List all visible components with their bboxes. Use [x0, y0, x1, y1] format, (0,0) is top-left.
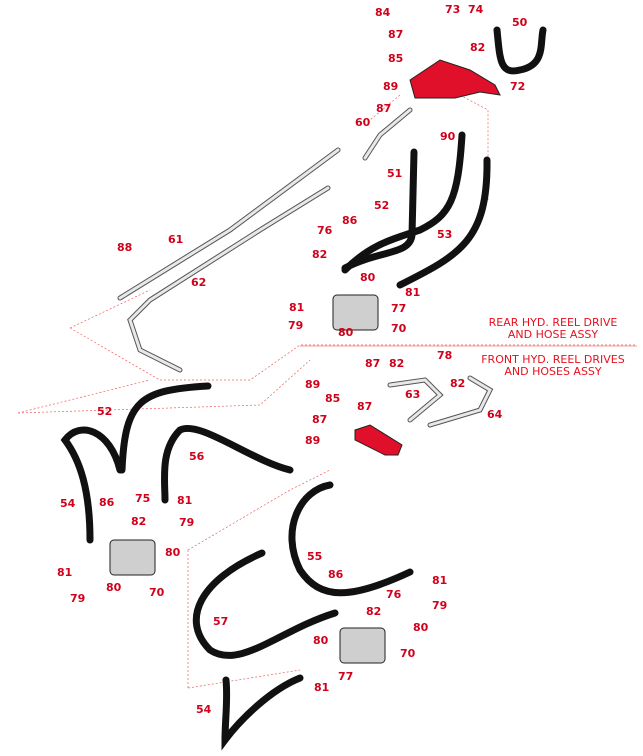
callout-80: 80 [106, 581, 122, 594]
callout-70: 70 [400, 647, 416, 660]
callout-81: 81 [289, 301, 304, 314]
callout-88: 88 [117, 241, 132, 254]
callout-80: 80 [360, 271, 376, 284]
callout-63: 63 [405, 388, 420, 401]
hydraulic-motors [109, 294, 386, 664]
callout-50: 50 [512, 16, 528, 29]
callout-82: 82 [312, 248, 327, 261]
callout-81: 81 [432, 574, 447, 587]
callout-87: 87 [365, 357, 380, 370]
callout-76: 76 [317, 224, 333, 237]
leader-lines [17, 94, 637, 689]
callout-81: 81 [177, 494, 192, 507]
callout-70: 70 [391, 322, 407, 335]
callout-77: 77 [338, 670, 353, 683]
callout-62: 62 [191, 276, 206, 289]
callout-73: 73 [445, 3, 460, 16]
callout-78: 78 [437, 349, 452, 362]
callout-77: 77 [391, 302, 406, 315]
front-assembly-title-1: FRONT HYD. REEL DRIVES [481, 353, 625, 366]
callout-60: 60 [355, 116, 371, 129]
callout-87: 87 [312, 413, 327, 426]
callout-85: 85 [388, 52, 403, 65]
callout-82: 82 [131, 515, 146, 528]
rear-assembly-title-2: AND HOSE ASSY [508, 328, 599, 341]
callout-84: 84 [375, 6, 391, 19]
callout-70: 70 [149, 586, 165, 599]
callout-86: 86 [328, 568, 344, 581]
callout-80: 80 [165, 546, 181, 559]
callout-87: 87 [357, 400, 372, 413]
callout-61: 61 [168, 233, 183, 246]
callout-86: 86 [99, 496, 115, 509]
callout-89: 89 [305, 434, 320, 447]
hoses [60, 26, 547, 751]
callout-80: 80 [413, 621, 429, 634]
callout-79: 79 [179, 516, 194, 529]
callout-labels: 84 73 74 50 87 82 85 89 72 87 60 90 51 52 76 86 53 61 88 82… [57, 3, 528, 716]
callout-64: 64 [487, 408, 503, 421]
rear-assembly-title-1: REAR HYD. REEL DRIVE [489, 316, 618, 329]
callout-82: 82 [389, 357, 404, 370]
callout-80: 80 [338, 326, 354, 339]
callout-79: 79 [432, 599, 447, 612]
callout-80: 80 [313, 634, 329, 647]
callout-57: 57 [213, 615, 228, 628]
callout-81: 81 [314, 681, 329, 694]
callout-55: 55 [307, 550, 322, 563]
callout-82: 82 [450, 377, 465, 390]
assembly-titles: REAR HYD. REEL DRIVE AND HOSE ASSY FRONT… [481, 316, 625, 378]
callout-53: 53 [437, 228, 452, 241]
callout-52: 52 [374, 199, 389, 212]
callout-90: 90 [440, 130, 456, 143]
callout-85: 85 [325, 392, 340, 405]
callout-87: 87 [376, 102, 391, 115]
front-assembly-title-2: AND HOSES ASSY [504, 365, 602, 378]
callout-76: 76 [386, 588, 402, 601]
mounting-brackets [354, 59, 501, 456]
steel-tubes-fill [118, 108, 492, 427]
callout-82: 82 [366, 605, 381, 618]
callout-82: 82 [470, 41, 485, 54]
callout-52: 52 [97, 405, 112, 418]
callout-74: 74 [468, 3, 484, 16]
callout-56: 56 [189, 450, 205, 463]
callout-79: 79 [288, 319, 303, 332]
callout-81: 81 [57, 566, 72, 579]
callout-51: 51 [387, 167, 402, 180]
callout-87: 87 [388, 28, 403, 41]
callout-54: 54 [60, 497, 76, 510]
callout-86: 86 [342, 214, 358, 227]
callout-79: 79 [70, 592, 85, 605]
callout-89: 89 [305, 378, 320, 391]
callout-81: 81 [405, 286, 420, 299]
callout-89: 89 [383, 80, 398, 93]
callout-75: 75 [135, 492, 150, 505]
callout-72: 72 [510, 80, 525, 93]
callout-54: 54 [196, 703, 212, 716]
